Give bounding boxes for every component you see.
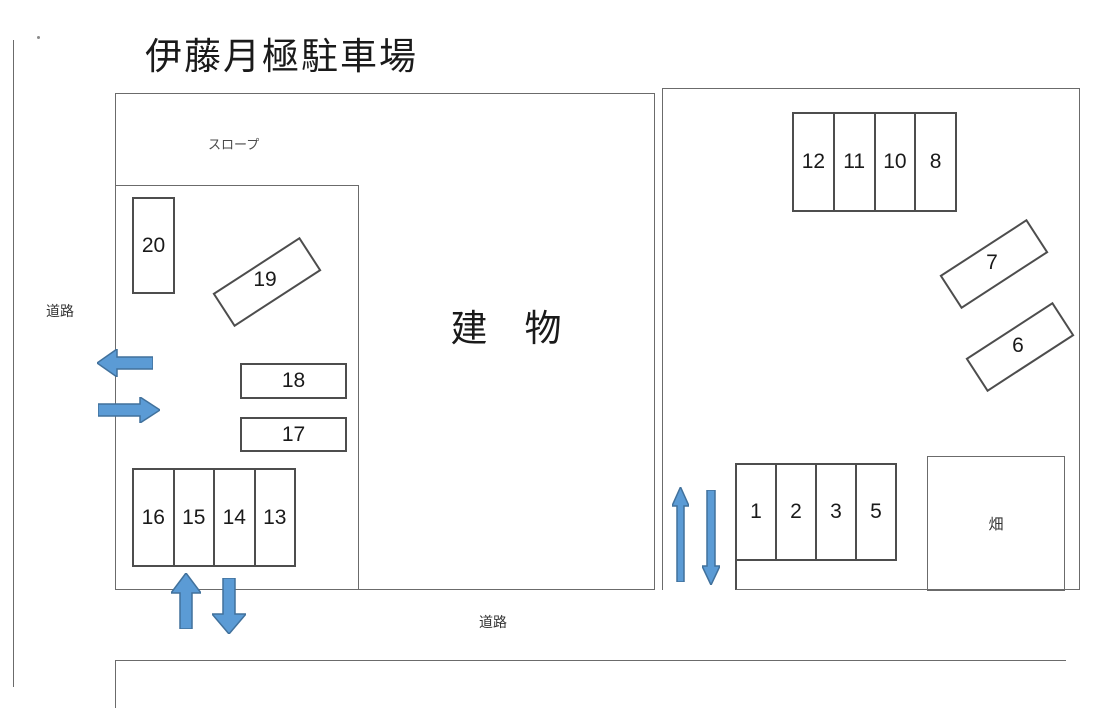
road-label-left: 道路: [46, 303, 74, 319]
parking-spot-1: 1: [737, 465, 777, 559]
parking-spot-15: 15: [175, 470, 215, 565]
parking-spot-12: 12: [794, 114, 835, 210]
parking-spot-5: 5: [870, 500, 882, 523]
right-lot-boundary: [662, 88, 1080, 590]
field-box: 畑: [927, 456, 1065, 591]
parking-spot-18: 18: [240, 363, 347, 399]
parking-spot-7-number: 7: [986, 251, 998, 274]
bottom-block-boundary: [115, 660, 1066, 708]
right-bottom-stall-row: 1 2 3 5: [735, 463, 897, 561]
parking-spot-2: 2: [777, 465, 817, 559]
left-stall-row: 16 15 14 13: [132, 468, 296, 567]
parking-spot-6-number: 6: [1012, 334, 1024, 357]
road-line-left: [13, 40, 14, 687]
road-label-bottom: 道路: [479, 614, 507, 630]
left-parking-area-boundary: [115, 185, 359, 590]
building-label: 建 物: [450, 308, 562, 349]
arrow-up-icon: [672, 487, 689, 582]
parking-spot-19-number: 19: [253, 268, 277, 291]
parking-spot-14: 14: [215, 470, 256, 565]
arrow-up-icon: [171, 573, 201, 629]
page-title: 伊藤月極駐車場: [145, 36, 418, 77]
stray-dot: [37, 36, 40, 39]
slope-label: スロープ: [208, 137, 260, 152]
right-top-stall-row: 12 11 10 8: [792, 112, 957, 212]
arrow-down-icon: [212, 578, 246, 634]
parking-spot-16: 16: [134, 470, 175, 565]
right-lot-apron: [735, 557, 1080, 590]
parking-spot-3: 3: [817, 465, 857, 559]
parking-spot-20: 20: [132, 197, 175, 294]
arrow-left-icon: [97, 349, 153, 377]
parking-spot-10: 10: [876, 114, 917, 210]
field-label: 畑: [988, 516, 1004, 533]
parking-spot-13: 13: [263, 505, 287, 529]
arrow-down-icon: [702, 490, 720, 585]
arrow-right-icon: [98, 397, 160, 423]
parking-spot-8: 8: [929, 150, 942, 173]
parking-spot-11: 11: [835, 114, 876, 210]
parking-spot-17: 17: [240, 417, 347, 452]
